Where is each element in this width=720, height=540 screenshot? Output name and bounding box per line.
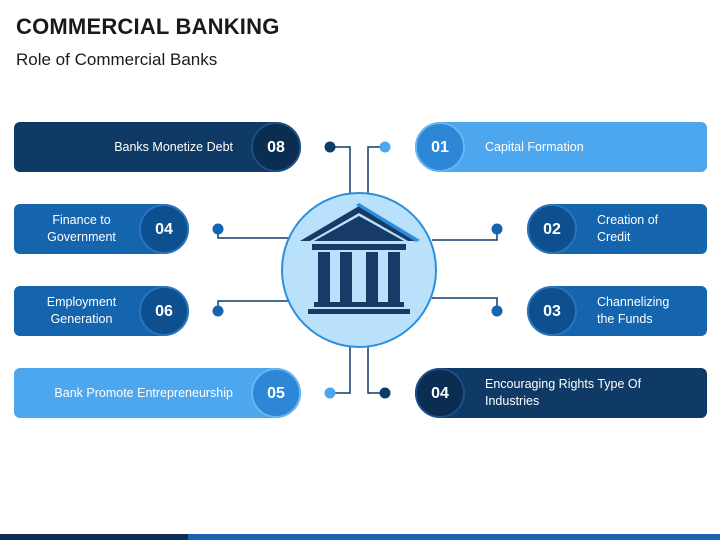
connector-01 <box>367 146 385 196</box>
connector-dot-02 <box>491 223 503 235</box>
connector-02 <box>432 229 498 241</box>
connector-dot-08 <box>324 141 336 153</box>
bottom-bar-dark-segment <box>0 534 188 540</box>
connector-05 <box>330 345 351 394</box>
bank-roof-highlight <box>356 203 420 242</box>
item-label-01: Capital Formation <box>485 139 584 154</box>
item-number-02: 02 <box>527 204 577 254</box>
item-number-03: 03 <box>527 286 577 336</box>
item-number-04-left: 04 <box>139 204 189 254</box>
page-subtitle: Role of Commercial Banks <box>16 50 218 69</box>
item-number-04-right: 04 <box>415 368 465 418</box>
item-card-04-left: Finance to Government 04 <box>14 204 189 254</box>
item-label-04-right: Encouraging Rights Type Of Industries <box>485 377 642 408</box>
item-label-04-left: Finance to Government <box>47 213 116 244</box>
page-title: COMMERCIAL BANKING <box>16 14 280 39</box>
connector-dot-04-right <box>379 387 391 399</box>
connector-03 <box>432 297 498 311</box>
connector-06 <box>217 300 300 311</box>
item-number-05: 05 <box>251 368 301 418</box>
bottom-bar-blue-segment <box>188 534 720 540</box>
item-card-03: 03 Channelizing the Funds <box>527 286 707 336</box>
connector-dot-04-left <box>212 223 224 235</box>
item-number-06: 06 <box>139 286 189 336</box>
connector-08 <box>330 146 351 196</box>
connector-04-left <box>217 229 300 239</box>
item-label-05: Bank Promote Entrepreneurship <box>54 385 233 400</box>
bottom-accent-bar <box>0 534 720 540</box>
item-label-08: Banks Monetize Debt <box>114 139 233 154</box>
bank-building-icon <box>300 206 418 314</box>
item-card-06: Employment Generation 06 <box>14 286 189 336</box>
connector-dot-01 <box>379 141 391 153</box>
item-card-04-right: 04 Encouraging Rights Type Of Industries <box>415 368 707 418</box>
item-number-01: 01 <box>415 122 465 172</box>
connector-04-right <box>367 345 385 394</box>
item-label-02: Creation of Credit <box>597 213 659 244</box>
item-number-08: 08 <box>251 122 301 172</box>
connector-dot-06 <box>212 305 224 317</box>
item-card-08: Banks Monetize Debt 08 <box>14 122 301 172</box>
item-card-01: 01 Capital Formation <box>415 122 707 172</box>
item-card-05: Bank Promote Entrepreneurship 05 <box>14 368 301 418</box>
connector-dot-05 <box>324 387 336 399</box>
item-label-03: Channelizing the Funds <box>597 295 670 326</box>
connector-dot-03 <box>491 305 503 317</box>
item-label-06: Employment Generation <box>46 295 117 326</box>
item-card-02: 02 Creation of Credit <box>527 204 707 254</box>
